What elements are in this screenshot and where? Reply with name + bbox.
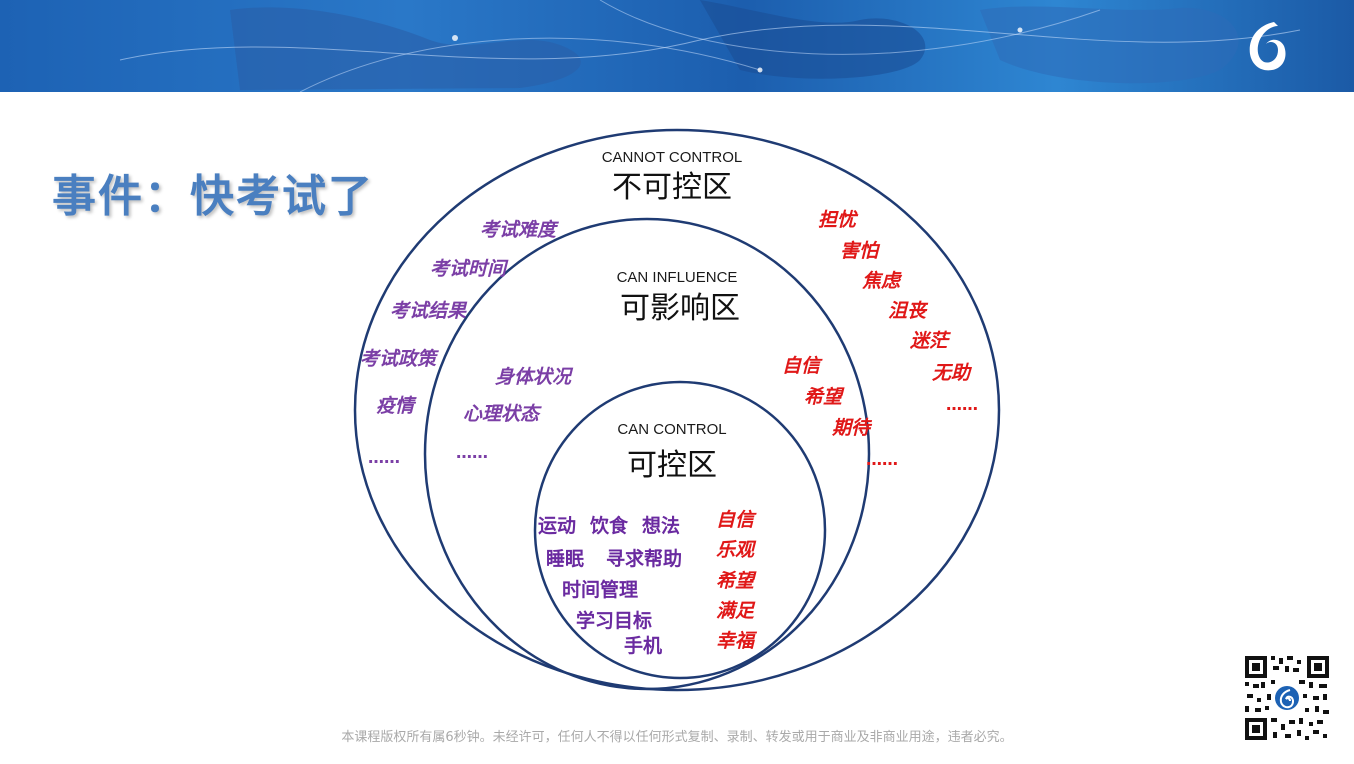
middle-circle: [423, 217, 871, 691]
slide-title: 事件：快考试了: [52, 171, 374, 222]
outer-zone-en-label: CANNOT CONTROL: [602, 149, 743, 166]
outer-right-item: 担忧: [818, 209, 859, 231]
outer-right-item: 无助: [931, 362, 973, 384]
inner-left-item: 饮食: [589, 514, 629, 537]
middle-left-item: 心理状态: [463, 403, 542, 425]
inner-left-item: 想法: [642, 514, 680, 537]
outer-right-item: 焦虑: [862, 270, 903, 292]
inner-left-item: 时间管理: [562, 578, 638, 601]
world-map-decoration: [119, 0, 1301, 92]
middle-zone-en-label: CAN INFLUENCE: [617, 269, 738, 286]
middle-right-more: ……: [866, 450, 898, 469]
outer-left-more: ……: [368, 448, 400, 467]
outer-zone-cn-label: 不可控区: [612, 170, 732, 205]
outer-left-item: 考试政策: [360, 348, 439, 370]
inner-left-item: 学习目标: [576, 609, 652, 632]
outer-circle: [353, 128, 1001, 692]
outer-left-item: 考试结果: [390, 300, 468, 322]
inner-right-item: 自信: [716, 509, 757, 531]
outer-right-item: 迷茫: [909, 330, 951, 352]
inner-zone-cn-label: 可控区: [627, 448, 717, 483]
inner-right-item: 希望: [716, 570, 757, 592]
qr-code-icon: [1243, 654, 1331, 742]
outer-right-item: 害怕: [840, 240, 881, 262]
inner-circle: [533, 380, 827, 680]
middle-right-item: 期待: [831, 417, 873, 439]
inner-left-item: 手机: [624, 634, 662, 657]
middle-zone-cn-label: 可影响区: [620, 291, 740, 326]
inner-right-item: 满足: [716, 600, 756, 622]
copyright-footer: 本课程版权所有属6秒钟。未经许可，任何人不得以任何形式复制、录制、转发或用于商业…: [341, 730, 1013, 745]
middle-left-more: ……: [456, 443, 488, 462]
outer-left-item: 疫情: [376, 395, 417, 417]
inner-left-item: 寻求帮助: [606, 547, 682, 570]
inner-left-item: 运动: [538, 515, 576, 537]
inner-right-item: 幸福: [716, 630, 758, 652]
outer-right-more: ……: [946, 395, 978, 414]
inner-zone-en-label: CAN CONTROL: [617, 421, 726, 438]
middle-right-item: 希望: [804, 386, 845, 408]
middle-left-item: 身体状况: [495, 366, 574, 388]
header-banner: [0, 0, 1354, 92]
middle-right-item: 自信: [782, 355, 823, 377]
inner-right-item: 乐观: [716, 539, 757, 561]
outer-right-item: 沮丧: [888, 300, 929, 322]
outer-left-item: 考试时间: [430, 258, 509, 280]
brand-logo-icon: [1249, 22, 1286, 71]
inner-left-item: 睡眠: [546, 548, 584, 570]
outer-left-item: 考试难度: [480, 219, 559, 241]
